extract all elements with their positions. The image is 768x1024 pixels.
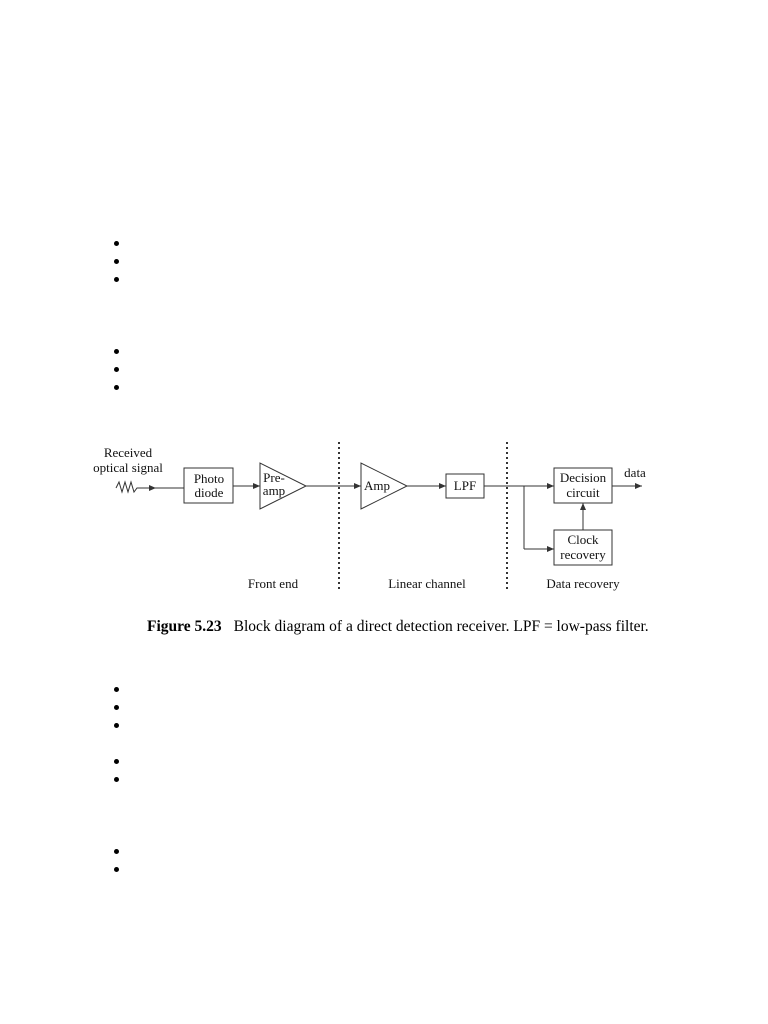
photodiode-label: Photo: [194, 471, 224, 486]
bullet-marker: [114, 259, 119, 264]
bullet-list-2: [112, 349, 119, 390]
bullet-marker: [114, 385, 119, 390]
bullet-marker: [114, 349, 119, 354]
bullet-marker: [114, 687, 119, 692]
lpf-label: LPF: [454, 478, 476, 493]
amp-triangle: [360, 462, 409, 510]
preamp-triangle: [259, 462, 308, 510]
bullet-marker: [114, 277, 119, 282]
data-output-label: data: [624, 465, 646, 480]
caption-number: Figure 5.23: [147, 618, 222, 635]
bullet-list-4: [112, 759, 119, 782]
bullet-marker: [114, 777, 119, 782]
photodiode-label: diode: [195, 485, 224, 500]
receiver-block-diagram: Received optical signal Photo diode Pre-…: [93, 442, 646, 592]
received-label: Received: [104, 445, 153, 460]
preamp-label: amp: [263, 483, 285, 498]
bullet-marker: [114, 705, 119, 710]
bullet-marker: [114, 849, 119, 854]
bullet-marker: [114, 367, 119, 372]
caption-text: Block diagram of a direct detection rece…: [233, 618, 649, 635]
optical-signal-squiggle: [115, 480, 148, 494]
decision-circuit-label: circuit: [566, 485, 600, 500]
figure-caption: Figure 5.23 Block diagram of a direct det…: [147, 618, 649, 636]
clock-recovery-label: Clock: [567, 532, 599, 547]
bullet-marker: [114, 867, 119, 872]
decision-circuit-label: Decision: [560, 470, 607, 485]
received-label: optical signal: [93, 460, 163, 475]
bullet-marker: [114, 759, 119, 764]
section-label-front-end: Front end: [248, 576, 299, 591]
section-label-data-recovery: Data recovery: [546, 576, 620, 591]
bullet-marker: [114, 241, 119, 246]
clock-recovery-label: recovery: [560, 547, 606, 562]
bullet-list-5: [112, 849, 119, 872]
section-label-linear-channel: Linear channel: [388, 576, 466, 591]
bullet-list-3: [112, 687, 119, 728]
bullet-list-1: [112, 241, 119, 282]
bullet-marker: [114, 723, 119, 728]
preamp-label: Pre-: [263, 470, 285, 485]
amp-label: Amp: [364, 478, 390, 493]
